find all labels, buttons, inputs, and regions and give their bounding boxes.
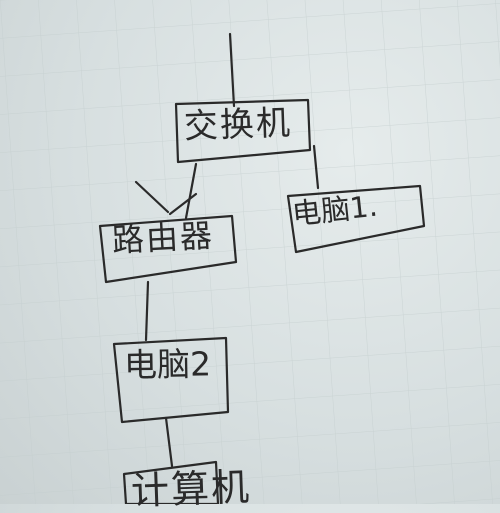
switch-box — [174, 98, 312, 164]
link-switch-to-router — [184, 162, 198, 220]
pc1-box — [286, 184, 426, 254]
pc2-label: 电脑2 — [123, 344, 212, 385]
link-switch-to-pc1 — [312, 144, 320, 190]
link-router-to-pc2 — [144, 280, 150, 342]
link-router-to-switch — [168, 192, 198, 216]
router-box — [98, 214, 238, 284]
router-label: 路由器 — [111, 216, 215, 260]
link-pc2-to-bottom — [164, 416, 174, 468]
bottom-box — [122, 460, 220, 504]
link-top-to-switch — [228, 32, 236, 108]
link-router-stub — [134, 180, 170, 214]
switch-label: 交换机 — [183, 103, 293, 147]
pc1-label: 电脑1. — [290, 188, 380, 232]
pc2-box — [112, 336, 230, 424]
